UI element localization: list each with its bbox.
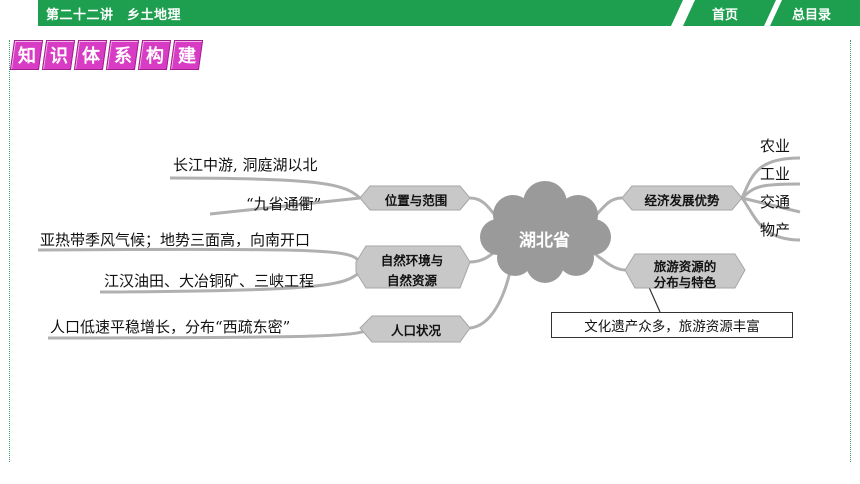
- content-frame: [9, 40, 851, 462]
- node-label-tourism-line1: 旅游资源的: [653, 259, 717, 274]
- node-label-economy: 经济发展优势: [644, 193, 720, 208]
- leaf-population: 人口低速平稳增长，分布“西疏东密”: [50, 318, 291, 336]
- hub-label: 湖北省: [519, 231, 570, 251]
- lecture-title: 第二十二讲 乡土地理: [46, 8, 182, 23]
- leaf-industry: 工业: [760, 165, 791, 183]
- node-environment: [355, 245, 471, 289]
- header-bar: 第二十二讲 乡土地理 首页 总目录: [0, 0, 860, 26]
- table-of-contents-button[interactable]: 总目录: [792, 8, 832, 23]
- node-label-environment-line2: 自然资源: [386, 273, 437, 288]
- node-label-population: 人口状况: [390, 323, 441, 338]
- leaf-agriculture: 农业: [760, 137, 791, 155]
- header-background: [38, 0, 860, 26]
- leaf-thoroughfare: “九省通衢”: [246, 195, 322, 213]
- home-button[interactable]: 首页: [712, 8, 739, 23]
- hub-cloud: [480, 181, 611, 283]
- leaf-location: 长江中游, 洞庭湖以北: [173, 156, 318, 174]
- tourism-callout: 文化遗产众多，旅游资源丰富: [551, 312, 793, 338]
- node-tourism: [624, 253, 746, 289]
- node-position: [359, 185, 471, 211]
- node-label-tourism-line2: 分布与特色: [653, 275, 717, 290]
- leaf-transport: 交通: [760, 193, 791, 211]
- node-population: [359, 315, 471, 343]
- node-economy: [621, 185, 743, 211]
- node-label-environment-line1: 自然环境与: [380, 253, 444, 268]
- leaf-resources: 江汉油田、大冶铜矿、三峡工程: [104, 272, 315, 290]
- leaf-climate-terrain: 亚热带季风气候；地势三面高，向南开口: [40, 231, 311, 249]
- leaf-products: 物产: [760, 221, 791, 239]
- node-label-position: 位置与范围: [384, 193, 448, 208]
